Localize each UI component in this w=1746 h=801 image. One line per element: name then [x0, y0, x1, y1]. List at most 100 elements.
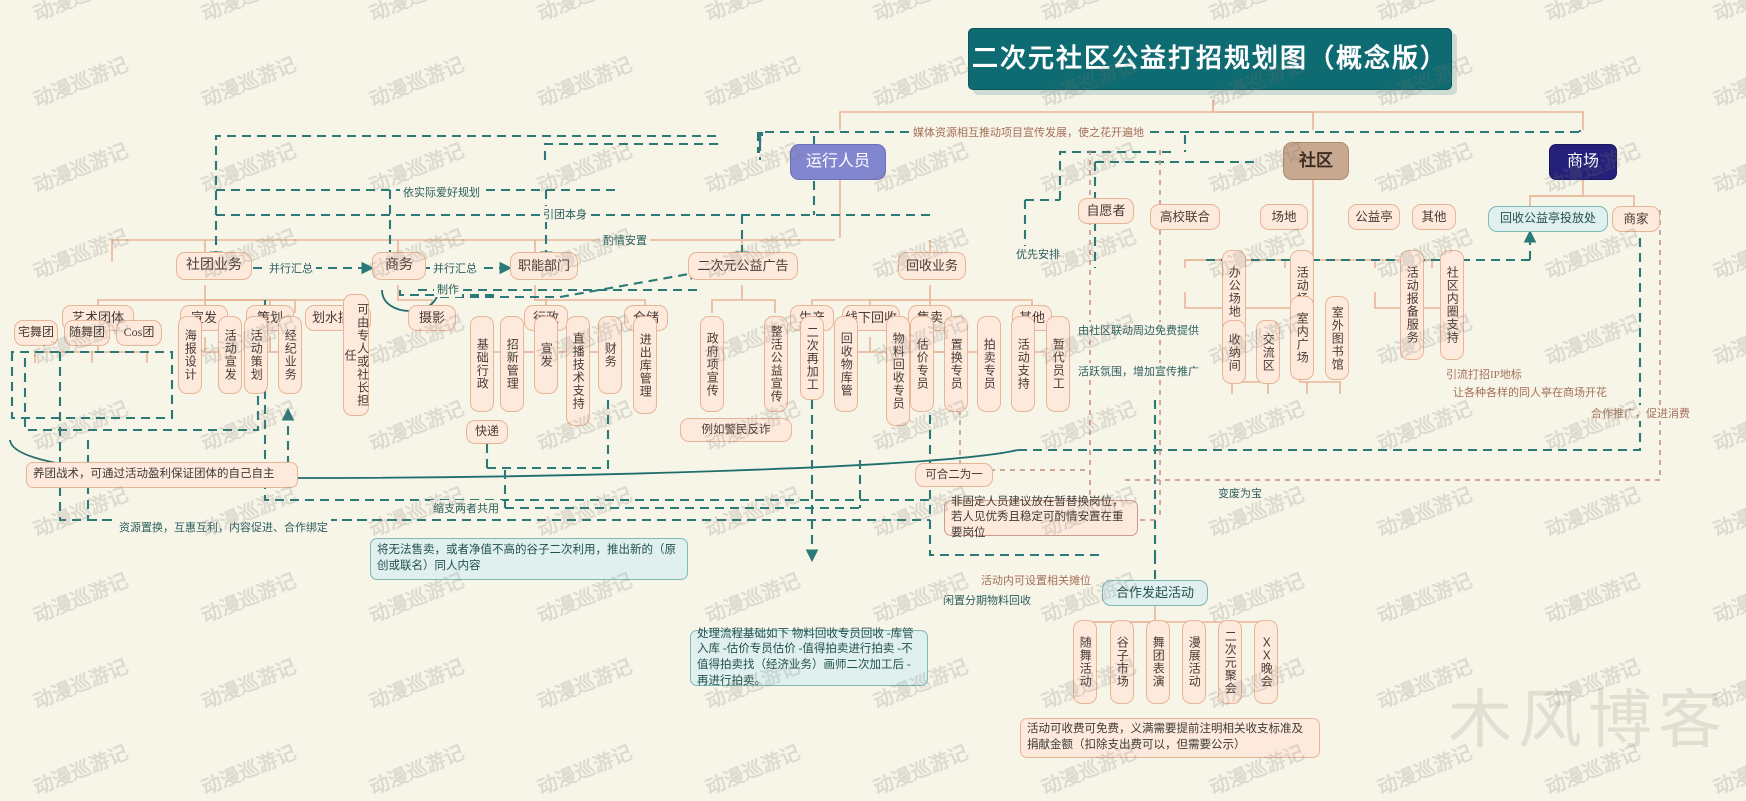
node-operations-staff[interactable]: 运行人员: [790, 144, 886, 180]
node-zhaiwu-group[interactable]: 宅舞团: [14, 320, 58, 346]
node-dance-event[interactable]: 随舞活动: [1073, 620, 1097, 704]
watermark-tile: 动漫巡游记: [198, 569, 300, 628]
label-ip-landmark: 引流打招IP地标: [1443, 366, 1525, 382]
watermark-tile: 动漫巡游记: [1540, 0, 1644, 27]
node-goods-market[interactable]: 谷子市场: [1110, 620, 1134, 704]
watermark-tile: 动漫巡游记: [1204, 0, 1308, 27]
watermark-tile: 动漫巡游记: [534, 741, 636, 800]
watermark-tile: 动漫巡游记: [870, 741, 972, 800]
node-venue[interactable]: 场地: [1260, 204, 1308, 230]
node-cos-group[interactable]: Cos团: [116, 320, 162, 346]
watermark-tile: 动漫巡游记: [1542, 53, 1644, 112]
node-acg-public-ad[interactable]: 二次元公益广告: [688, 252, 798, 280]
node-express[interactable]: 快递: [466, 420, 508, 444]
watermark-tile: 动漫巡游记: [1710, 225, 1746, 284]
label-coop-promotion: 合作推广，促进消费: [1588, 405, 1693, 421]
watermark-tile: 动漫巡游记: [1374, 397, 1476, 456]
node-acg-gathering[interactable]: 二次元聚会: [1218, 620, 1242, 704]
node-mall[interactable]: 商场: [1549, 144, 1617, 180]
node-dance-performance[interactable]: 舞团表演: [1146, 620, 1170, 704]
watermark-tile: 动漫巡游记: [534, 139, 636, 198]
watermark-tile: 动漫巡游记: [1710, 655, 1746, 714]
watermark-tile: 动漫巡游记: [28, 0, 132, 27]
node-community[interactable]: 社区: [1283, 142, 1349, 180]
node-event-planning[interactable]: 活动策划: [244, 316, 268, 394]
page-title: 二次元社区公益打招规划图（概念版）: [968, 28, 1452, 90]
node-exchange-agent[interactable]: 置换专员: [944, 316, 968, 412]
watermark-tile: 动漫巡游记: [1710, 139, 1746, 198]
watermark-tile: 动漫巡游记: [1710, 311, 1746, 370]
watermark-tile: 动漫巡游记: [1374, 483, 1476, 542]
note-recycle-workflow: 处理流程基础如下 物料回收专员回收 -库管入库 -估价专员估价 -值得拍卖进行拍…: [690, 628, 928, 687]
node-event-filing-service[interactable]: 活动报备服务: [1400, 250, 1424, 360]
node-finance[interactable]: 财务: [598, 316, 622, 394]
node-storage-room[interactable]: 收纳间: [1222, 320, 1246, 384]
node-outdoor-library[interactable]: 室外图书馆: [1325, 296, 1349, 380]
node-university-alliance[interactable]: 高校联合: [1150, 204, 1220, 230]
node-agency-business[interactable]: 经纪业务: [278, 316, 302, 394]
node-temp-staff[interactable]: 暂代员工: [1046, 316, 1070, 412]
node-recycle-store-mgr[interactable]: 回收物库管: [834, 316, 858, 412]
watermark-tile: 动漫巡游记: [1710, 53, 1746, 112]
node-volunteer[interactable]: 自愿者: [1078, 198, 1134, 224]
node-comic-exhibition[interactable]: 漫展活动: [1182, 620, 1206, 704]
watermark-tile: 动漫巡游记: [1374, 139, 1476, 198]
watermark-tile: 动漫巡游记: [870, 53, 972, 112]
watermark-tile: 动漫巡游记: [1542, 397, 1644, 456]
node-club-business[interactable]: 社团业务: [176, 252, 252, 280]
node-recycle-business[interactable]: 回收业务: [898, 252, 966, 280]
node-communication-area[interactable]: 交流区: [1256, 320, 1280, 384]
node-gov-project-promo[interactable]: 政府项宣传: [700, 316, 724, 412]
watermark-tile: 动漫巡游记: [30, 569, 132, 628]
note-event-fees: 活动可收费可免费，义满需要提前注明相关收支标准及捐献金额（扣除支出费可以，但需要…: [1020, 718, 1320, 758]
label-active-atmosphere: 活跃氛围，增加宣传推广: [1075, 363, 1202, 379]
label-booths-bloom-in-mall: 让各种各样的同人亭在商场开花: [1450, 384, 1610, 400]
label-parallel-summary-1: 并行汇总: [266, 260, 316, 276]
watermark-tile: 动漫巡游记: [702, 483, 804, 542]
node-poster-design[interactable]: 海报设计: [178, 316, 202, 394]
watermark-tile: 动漫巡游记: [198, 53, 300, 112]
node-recruit-management[interactable]: 招新管理: [500, 316, 524, 412]
node-community-inner-support[interactable]: 社区内圈支持: [1440, 250, 1464, 360]
node-charity-booth[interactable]: 公益亭: [1348, 204, 1400, 230]
node-livestream-tech[interactable]: 直播技术支持: [566, 316, 590, 426]
node-xx-gala[interactable]: ＸＸ晚会: [1254, 620, 1278, 704]
watermark-tile: 动漫巡游记: [1710, 397, 1746, 456]
watermark-tile: 动漫巡游记: [1374, 655, 1476, 714]
node-inout-warehouse-mgmt[interactable]: 进出库管理: [633, 316, 657, 414]
node-auction-agent[interactable]: 拍卖专员: [977, 316, 1001, 412]
node-cooperate-launch-event[interactable]: 合作发起活动: [1102, 580, 1208, 606]
node-appraiser[interactable]: 估价专员: [910, 316, 934, 412]
node-basic-admin[interactable]: 基础行政: [470, 316, 494, 412]
node-suiwu-group[interactable]: 随舞团: [64, 320, 110, 346]
node-event-support[interactable]: 活动支持: [1011, 316, 1035, 412]
watermark-tile: 动漫巡游记: [30, 741, 132, 800]
label-produce: 制作: [434, 281, 462, 297]
watermark-tile: 动漫巡游记: [1206, 569, 1308, 628]
watermark-tile: 动漫巡游记: [30, 139, 132, 198]
watermark-tile: 动漫巡游记: [1542, 569, 1644, 628]
note-group-strategy: 养团战术，可通过活动盈利保证团体的自己自主: [26, 462, 298, 488]
watermark-tile: 动漫巡游记: [702, 53, 804, 112]
label-community-free-supply: 由社区联动周边免费提供: [1075, 322, 1202, 338]
node-event-promotion[interactable]: 活动宣发: [218, 316, 242, 394]
node-admin-promotion[interactable]: 宣发: [534, 316, 558, 394]
node-functional-dept[interactable]: 职能部门: [510, 252, 578, 280]
note-unsellable-goods: 将无法售卖，或者净值不高的谷子二次利用，推出新的（原创或联名）同人内容: [370, 538, 688, 580]
node-merchant[interactable]: 商家: [1612, 206, 1660, 232]
watermark-tile: 动漫巡游记: [198, 655, 300, 714]
watermark-tile: 动漫巡游记: [198, 741, 300, 800]
node-fun-public-promo[interactable]: 整活公益宣传: [764, 316, 788, 412]
node-indoor-square[interactable]: 室内广场: [1290, 296, 1314, 380]
node-secondary-processing[interactable]: 二次再加工: [800, 316, 824, 400]
node-community-other[interactable]: 其他: [1412, 204, 1456, 230]
node-photography[interactable]: 摄影: [408, 305, 456, 331]
label-booth-in-event: 活动内可设置相关摊位: [978, 572, 1094, 588]
node-material-recycler[interactable]: 物料回收专员: [886, 316, 910, 426]
label-club-itself: 引团本身: [540, 206, 590, 222]
node-example-antifraud: 例如警民反诈: [680, 418, 792, 442]
label-plan-by-interest: 依实际爱好规划: [400, 184, 483, 200]
node-commerce[interactable]: 商务: [372, 252, 426, 280]
node-recycle-booth-location[interactable]: 回收公益亭投放处: [1488, 206, 1608, 232]
watermark-tile: 动漫巡游记: [1710, 483, 1746, 542]
